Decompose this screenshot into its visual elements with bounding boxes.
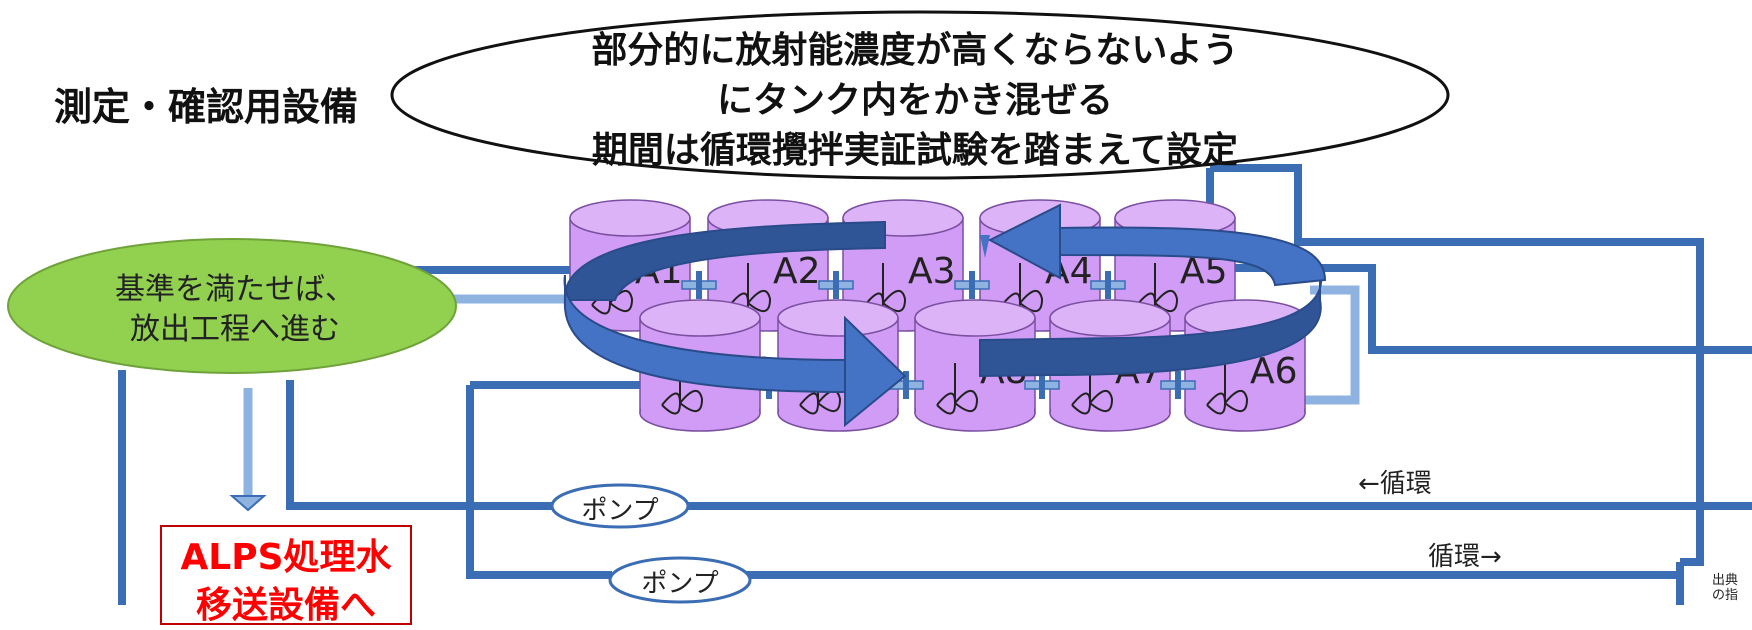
source-note-line-2: の指 (1712, 588, 1739, 603)
dark-pipes (118, 164, 1752, 608)
callout-line-1: 部分的に放射能濃度が高くならないよう (591, 30, 1239, 71)
release-condition-ellipse (7, 238, 457, 374)
release-condition-line-2: 放出工程へ進む (130, 312, 340, 347)
flow-lower-label: 循環→ (1428, 542, 1502, 572)
pump-upper-ellipse (550, 483, 690, 529)
tank-connector-valve (696, 271, 702, 299)
diagram-graphics: A1A2A3A4A5A10A9A8A7A6 (7, 10, 1752, 608)
destination-text: ALPS処理水 移送設備へ (160, 534, 412, 630)
tank-connector-valve (1175, 371, 1181, 399)
diagram-canvas: A1A2A3A4A5A10A9A8A7A6 測定・確認用設備 部分的に放射能濃度… (7, 10, 1752, 626)
release-condition-text: 基準を満たせば、 放出工程へ進む (20, 270, 450, 350)
pump-upper-label: ポンプ (581, 496, 659, 526)
source-note-line-1: 出典 (1712, 573, 1739, 588)
agitator-icon (1206, 363, 1249, 415)
callout-text: 部分的に放射能濃度が高くならないよう にタンク内をかき混ぜる 期間は循環攪拌実証… (390, 26, 1440, 176)
tank-connector-valve (903, 371, 909, 399)
destination-line-2: 移送設備へ (195, 585, 376, 626)
tank-connector-valve (1105, 271, 1111, 299)
pump-lower-ellipse (608, 556, 752, 604)
callout-ellipse (390, 10, 1450, 180)
source-note: 出典 の指 (1712, 573, 1738, 603)
destination-line-1: ALPS処理水 (180, 537, 392, 578)
pump-lower-label: ポンプ (641, 569, 719, 599)
callout-line-2: にタンク内をかき混ぜる (716, 80, 1113, 121)
tank-connector-valve (969, 271, 975, 299)
callout-line-3: 期間は循環攪拌実証試験を踏まえて設定 (591, 130, 1239, 171)
circulation-arrow-icon (563, 203, 1327, 428)
page-title: 測定・確認用設備 (54, 85, 359, 129)
tank-connector-valve (833, 271, 839, 299)
tank-connector-valve (1039, 371, 1045, 399)
agitator-icon (936, 363, 979, 415)
tank-label: A3 (908, 251, 956, 292)
release-condition-line-1: 基準を満たせば、 (115, 272, 355, 307)
tank-label: A2 (773, 251, 821, 292)
flow-upper-label: ←循環 (1358, 469, 1432, 499)
down-arrow-icon (229, 495, 267, 512)
